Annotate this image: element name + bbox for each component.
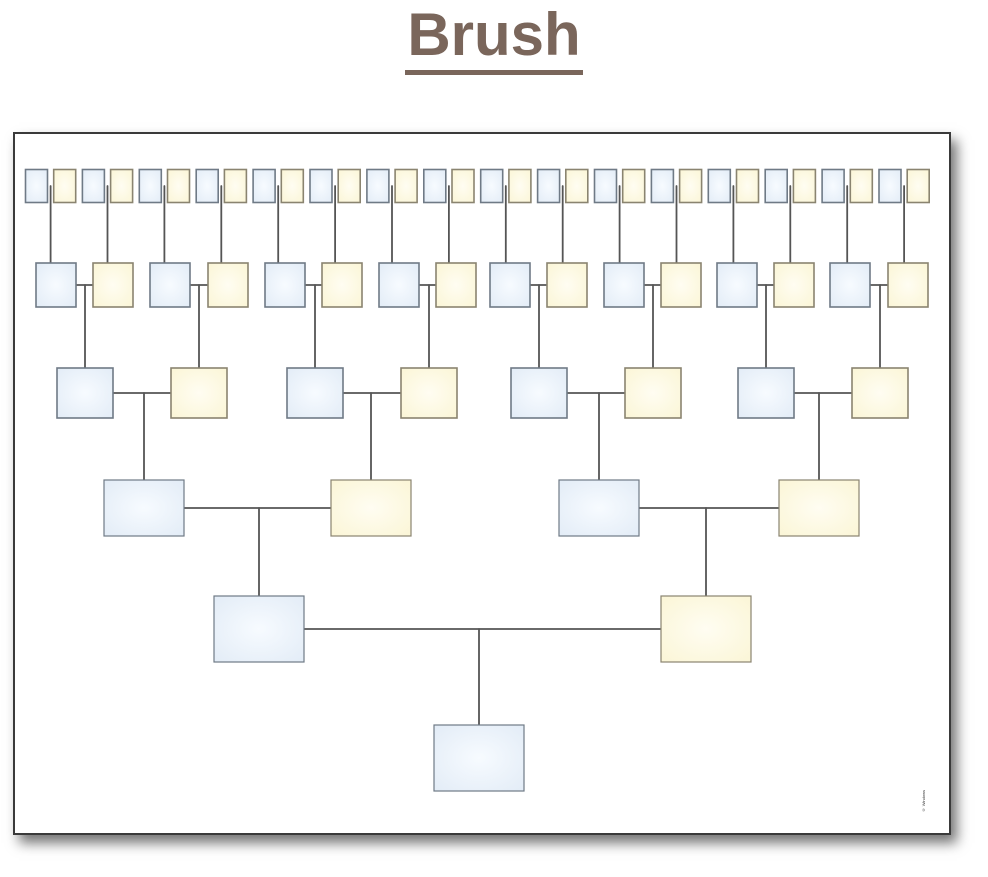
father-box-gen5-30[interactable] bbox=[878, 168, 902, 204]
father-box-gen4-10[interactable] bbox=[603, 262, 645, 308]
father-box-gen5-26[interactable] bbox=[764, 168, 789, 204]
mother-box-gen3-1[interactable] bbox=[170, 367, 228, 419]
mother-box-gen3-3[interactable] bbox=[400, 367, 458, 419]
father-box-gen5-16[interactable] bbox=[479, 168, 504, 204]
father-box-gen4-14[interactable] bbox=[829, 262, 871, 308]
mother-box-gen5-13[interactable] bbox=[394, 168, 418, 204]
mother-box-gen4-3[interactable] bbox=[207, 262, 249, 308]
mother-box-gen4-15[interactable] bbox=[887, 262, 929, 308]
father-box-gen3-0[interactable] bbox=[56, 367, 114, 419]
father-box-gen5-22[interactable] bbox=[650, 168, 675, 204]
mother-box-gen4-9[interactable] bbox=[546, 262, 588, 308]
father-box-gen5-2[interactable] bbox=[81, 168, 106, 204]
mother-box-gen5-29[interactable] bbox=[849, 168, 874, 204]
father-box-gen4-6[interactable] bbox=[378, 262, 420, 308]
page-title: Brush bbox=[405, 2, 583, 75]
father-box-gen4-4[interactable] bbox=[264, 262, 306, 308]
person-boxes bbox=[24, 168, 931, 792]
mother-box-gen4-5[interactable] bbox=[321, 262, 363, 308]
father-box-gen5-28[interactable] bbox=[821, 168, 845, 204]
mother-box-gen3-7[interactable] bbox=[851, 367, 909, 419]
mother-box-gen5-9[interactable] bbox=[280, 168, 305, 204]
father-box-gen4-12[interactable] bbox=[716, 262, 758, 308]
mother-box-gen4-11[interactable] bbox=[660, 262, 702, 308]
mother-box-gen5-31[interactable] bbox=[906, 168, 931, 204]
father-box-gen5-8[interactable] bbox=[252, 168, 276, 204]
mother-box-gen5-5[interactable] bbox=[166, 168, 191, 204]
mother-box-gen5-1[interactable] bbox=[52, 168, 77, 204]
father-box-gen5-18[interactable] bbox=[536, 168, 561, 204]
father-box-gen5-12[interactable] bbox=[366, 168, 390, 204]
copyright-credit: © Windows bbox=[921, 790, 926, 813]
mother-box-gen5-21[interactable] bbox=[621, 168, 646, 204]
mother-box-gen2-1[interactable] bbox=[330, 479, 412, 537]
father-box-gen1-0[interactable] bbox=[213, 595, 305, 663]
father-box-gen5-10[interactable] bbox=[309, 168, 333, 204]
father-box-gen5-24[interactable] bbox=[707, 168, 732, 204]
mother-box-gen5-23[interactable] bbox=[678, 168, 703, 204]
mother-box-gen5-15[interactable] bbox=[451, 168, 475, 204]
father-box-gen4-0[interactable] bbox=[35, 262, 77, 308]
father-box-gen5-20[interactable] bbox=[593, 168, 618, 204]
mother-box-gen4-13[interactable] bbox=[773, 262, 815, 308]
father-box-gen2-2[interactable] bbox=[558, 479, 640, 537]
mother-box-gen5-27[interactable] bbox=[792, 168, 817, 204]
mother-box-gen5-19[interactable] bbox=[564, 168, 589, 204]
father-box-gen3-6[interactable] bbox=[737, 367, 795, 419]
title-container: Brush bbox=[0, 0, 988, 75]
mother-box-gen5-11[interactable] bbox=[337, 168, 362, 204]
father-box-gen5-14[interactable] bbox=[422, 168, 447, 204]
father-box-gen3-4[interactable] bbox=[510, 367, 568, 419]
father-box-gen0-0[interactable] bbox=[433, 724, 525, 792]
mother-box-gen5-17[interactable] bbox=[508, 168, 532, 204]
mother-box-gen2-3[interactable] bbox=[778, 479, 860, 537]
father-box-gen5-0[interactable] bbox=[24, 168, 49, 204]
father-box-gen5-6[interactable] bbox=[195, 168, 219, 204]
father-box-gen4-8[interactable] bbox=[489, 262, 531, 308]
mother-box-gen5-25[interactable] bbox=[735, 168, 760, 204]
mother-box-gen4-7[interactable] bbox=[435, 262, 477, 308]
mother-box-gen3-5[interactable] bbox=[624, 367, 682, 419]
mother-box-gen5-3[interactable] bbox=[109, 168, 134, 204]
father-box-gen5-4[interactable] bbox=[138, 168, 163, 204]
mother-box-gen1-1[interactable] bbox=[660, 595, 752, 663]
mother-box-gen5-7[interactable] bbox=[223, 168, 248, 204]
mother-box-gen4-1[interactable] bbox=[92, 262, 134, 308]
father-box-gen4-2[interactable] bbox=[149, 262, 191, 308]
father-box-gen3-2[interactable] bbox=[286, 367, 344, 419]
connector-lines bbox=[49, 185, 905, 726]
father-box-gen2-0[interactable] bbox=[103, 479, 185, 537]
